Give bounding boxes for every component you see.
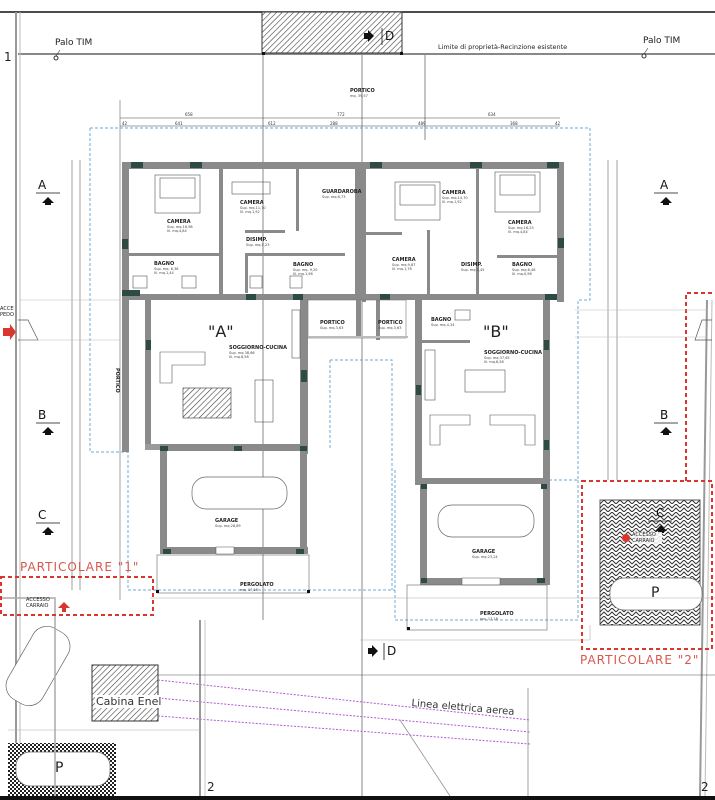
unit-a-garage: GARAGE — [215, 518, 239, 524]
unit-a-soggiorno-sup: Sup. mq.38,66 — [229, 351, 255, 355]
bottom-border — [0, 796, 715, 800]
unit-a-label: "A" — [208, 322, 234, 341]
detail-2-access: ACCESSO CARRAIO — [632, 532, 662, 544]
unit-b-furniture — [394, 171, 541, 446]
detail-2-label: PARTICOLARE "2" — [580, 653, 700, 667]
unit-b-soggiorno: SOGGIORNO-CUCINA — [484, 350, 542, 356]
unit-b-garage: GARAGE — [472, 549, 496, 555]
unit-a-disimp: DISIMP. — [246, 237, 268, 243]
pole-label-right: Palo TIM — [643, 36, 681, 46]
grid-marker-1: 1 — [4, 50, 12, 64]
unit-a-bagno-1-sup: Sup. mq. 6,38 — [154, 267, 179, 271]
unit-a-guardaroba: GUARDAROBA — [322, 189, 362, 195]
section-marker-c-left: C — [38, 508, 47, 522]
unit-a-soggiorno: SOGGIORNO-CUCINA — [229, 345, 287, 351]
unit-a-camera-2-ill: Ill. mq.1,92 — [240, 210, 260, 214]
unit-b-camera-3-ill: Ill. mq.1,76 — [392, 267, 412, 271]
unit-b-camera-3-sup: Sup. mq.9,87 — [392, 263, 416, 267]
car-icons — [5, 476, 703, 787]
unit-b-bagno-2: BAGNO — [431, 317, 452, 323]
unit-a-camera-1-ill: Ill. mq.4,84 — [167, 229, 187, 233]
cabin-label: Cabina Enel — [95, 695, 163, 708]
dim-detail-1: 42 — [122, 121, 128, 126]
unit-a-portico-sup: Sup. mq.3,63 — [320, 326, 344, 330]
unit-a-bagno-2-ill: Ill. mq.1,96 — [293, 272, 313, 276]
dim-detail-2: 641 — [175, 121, 183, 126]
parking-label-detail-2: P — [651, 585, 660, 601]
unit-b-camera-3: CAMERA — [392, 257, 416, 263]
unit-a-soggiorno-ill: Ill. mq.8,58 — [229, 355, 249, 359]
unit-b-garage-sup: Sup. mq.23,24 — [472, 555, 498, 559]
section-marker-b-right: B — [660, 408, 669, 422]
porch-top-area: mq. 39,57 — [350, 94, 368, 98]
section-marker-d-top: D — [385, 29, 395, 43]
unit-b-label: "B" — [483, 322, 509, 341]
unit-b-camera-2-ill: Ill. mq.4,84 — [508, 230, 528, 234]
detail-1-access: ACCESSO CARRAIO — [26, 597, 50, 609]
unit-a-pergolato: PERGOLATO — [240, 582, 274, 588]
unit-b-disimp: DISIMP. — [461, 262, 483, 268]
unit-b-pergolato-sup: mq. 17,18 — [480, 617, 498, 621]
dim-detail-5: 489 — [418, 121, 426, 126]
unit-a-garage-sup: Sup. mq.28,89 — [215, 524, 241, 528]
section-marker-a-right: A — [660, 178, 669, 192]
unit-b-bagno-1-sup: Sup. mq.6,48 — [512, 268, 536, 272]
unit-a-bagno-1: BAGNO — [154, 261, 175, 267]
pole-label-left: Palo TIM — [55, 38, 93, 48]
parking-label-bottom: P — [55, 760, 64, 776]
dim-detail-3: 612 — [268, 121, 276, 126]
unit-a-furniture — [132, 174, 303, 423]
dim-top-3: 634 — [488, 112, 496, 117]
unit-a-bagno-2-sup: Sup. mq. 9,20 — [293, 268, 318, 272]
unit-a-disimp-sup: Sup. mq.5,23 — [246, 243, 270, 247]
unit-a-guardaroba-sup: Sup. mq.6,73 — [322, 195, 346, 199]
unit-b-bagno-2-sup: Sup. mq.4,34 — [431, 323, 455, 327]
grid-marker-2-left: 2 — [207, 780, 215, 794]
unit-a-camera-2: CAMERA — [240, 200, 264, 206]
dim-top-2: 772 — [337, 112, 345, 117]
unit-b-soggiorno-sup: Sup. mq.37,65 — [484, 356, 510, 360]
unit-a-bagno-1-ill: Ill. mq.1,44 — [154, 271, 174, 275]
section-marker-c-right: C — [656, 506, 665, 520]
dim-detail-6: 368 — [510, 121, 518, 126]
unit-b-portico: PORTICO — [378, 320, 403, 326]
unit-b-camera-2: CAMERA — [508, 220, 532, 226]
unit-b-bagno-1: BAGNO — [512, 262, 533, 268]
boundary-label: Limite di proprietà-Recinzione esistente — [438, 43, 568, 51]
section-marker-b-left: B — [38, 408, 47, 422]
porch-top-name: PORTICO — [350, 88, 375, 94]
unit-b-portico-sup: Sup. mq.3,63 — [378, 326, 402, 330]
unit-a-camera-1: CAMERA — [167, 219, 191, 225]
unit-b-soggiorno-ill: Ill. mq.8,58 — [484, 360, 504, 364]
unit-a-camera-1-sup: Sup. mq.16,98 — [167, 225, 193, 229]
unit-a-portico-side: PORTICO — [114, 368, 120, 393]
unit-a-pergolato-sup: mq. 17,18 — [240, 588, 258, 592]
unit-b-camera-1: CAMERA — [442, 190, 466, 196]
detail-1-label: PARTICOLARE "1" — [20, 560, 140, 574]
unit-a-walls — [122, 162, 362, 555]
dim-top-1: 658 — [185, 112, 193, 117]
unit-a-camera-2-sup: Sup. mq.11,70 — [240, 206, 266, 210]
unit-b-disimp-sup: Sup. mq.5,45 — [461, 268, 485, 272]
unit-b-camera-1-ill: Ill. mq.1,92 — [442, 200, 462, 204]
side-access-label: ACCESSO PEDONALE — [0, 306, 14, 318]
dim-detail-4: 288 — [330, 121, 338, 126]
unit-b-pergolato: PERGOLATO — [480, 611, 514, 617]
section-marker-a-left: A — [38, 178, 47, 192]
grid-marker-2-right: 2 — [701, 780, 709, 794]
unit-a-bagno-2: BAGNO — [293, 262, 314, 268]
unit-a-portico: PORTICO — [320, 320, 345, 326]
unit-b-walls — [362, 162, 564, 586]
unit-b-camera-1-sup: Sup. mq.14,70 — [442, 196, 468, 200]
dim-detail-7: 42 — [555, 121, 561, 126]
unit-b-bagno-1-ill: Ill. mq.0,96 — [512, 272, 532, 276]
unit-b-camera-2-sup: Sup. mq.16,23 — [508, 226, 534, 230]
section-marker-d-bottom: D — [387, 644, 397, 658]
